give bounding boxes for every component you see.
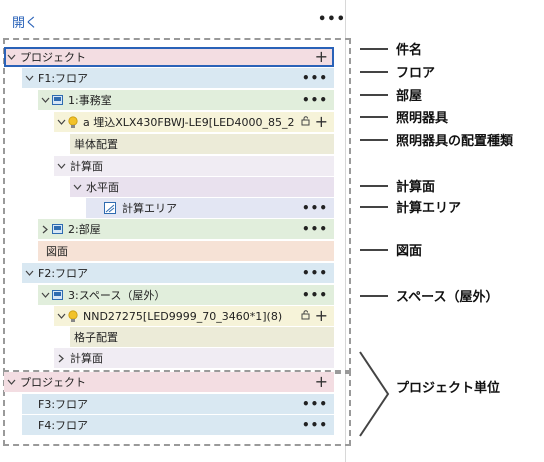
tree-label: 計算面	[70, 160, 103, 173]
tree-label: 単体配置	[74, 138, 118, 151]
tree-label: 2:部屋	[68, 223, 101, 236]
tree-row-floor[interactable]: F2:フロア •••	[22, 263, 334, 283]
annotation-line	[360, 295, 388, 297]
plus-icon[interactable]: +	[314, 372, 328, 391]
tree-row-room[interactable]: 1:事務室 •••	[38, 90, 334, 110]
tree-row-calc-area[interactable]: 計算エリア •••	[86, 198, 334, 218]
chevron-down-icon[interactable]	[54, 163, 68, 169]
tree-row-placement[interactable]: 格子配置	[70, 327, 334, 347]
more-icon[interactable]: •••	[301, 397, 328, 411]
lock-icon[interactable]	[301, 115, 311, 129]
tree-label: 格子配置	[74, 331, 118, 344]
tree-row-floor[interactable]: F1:フロア •••	[22, 68, 334, 88]
annotation-fixture: 照明器具	[396, 111, 449, 126]
annotation-line	[360, 48, 388, 50]
annotation-drawing: 図面	[396, 244, 423, 259]
annotation-calc-area: 計算エリア	[396, 201, 462, 216]
annotation-room: 部屋	[396, 89, 423, 104]
annotation-line	[360, 139, 388, 141]
chevron-down-icon[interactable]	[70, 184, 84, 190]
calc-area-icon	[104, 202, 116, 214]
chevron-down-icon[interactable]	[22, 75, 36, 81]
more-icon[interactable]: •••	[301, 71, 328, 85]
annotation-line	[360, 94, 388, 96]
chevron-down-icon[interactable]	[54, 119, 68, 125]
tree-label: F2:フロア	[38, 267, 89, 280]
more-icon[interactable]: •••	[301, 288, 328, 302]
tree-row-placement[interactable]: 単体配置	[70, 134, 334, 154]
tree-row-drawing[interactable]: 図面	[38, 241, 334, 261]
room-icon	[52, 290, 63, 300]
tree-row-fixture[interactable]: NND27275[LED9999_70_3460*1](8) +	[54, 306, 334, 326]
annotation-line	[360, 71, 388, 73]
room-icon	[52, 95, 63, 105]
tree-row-project[interactable]: プロジェクト +	[4, 372, 334, 392]
tree-row-project[interactable]: プロジェクト +	[4, 47, 334, 67]
tree-row-fixture[interactable]: a 埋込XLX430FBWJ-LE9[LED4000_85_2 +	[54, 112, 334, 132]
tree-row-floor[interactable]: F3:フロア •••	[22, 394, 334, 414]
project-group-outline-2	[3, 370, 351, 446]
plus-icon[interactable]: +	[314, 47, 328, 66]
tree-row-calc-surface[interactable]: 計算面	[54, 156, 334, 176]
tree-label: プロジェクト	[20, 51, 86, 64]
room-icon	[52, 224, 63, 234]
more-icon[interactable]: •••	[301, 201, 328, 215]
plus-icon[interactable]: +	[314, 306, 328, 325]
more-icon[interactable]: •••	[301, 222, 328, 236]
chevron-down-icon[interactable]	[4, 379, 18, 385]
plus-icon[interactable]: +	[314, 112, 328, 131]
annotation-item-name: 件名	[396, 43, 423, 58]
project-tree-panel: 開く ••• プロジェクト + F1:フロア ••• 1:事務室 ••• a 埋…	[3, 0, 351, 462]
tree-row-room[interactable]: 2:部屋 •••	[38, 219, 334, 239]
tree-label: プロジェクト	[20, 376, 86, 389]
more-icon[interactable]: •••	[301, 418, 328, 432]
chevron-down-icon[interactable]	[54, 313, 68, 319]
lightbulb-icon	[68, 115, 78, 129]
tree-label: 水平面	[86, 181, 119, 194]
tree-row-calc-surface[interactable]: 計算面	[54, 348, 334, 368]
tree-label: F4:フロア	[38, 419, 89, 432]
annotation-line	[360, 249, 388, 251]
annotation-line	[360, 185, 388, 187]
tree-label: F1:フロア	[38, 72, 89, 85]
tree-row-horizontal-surface[interactable]: 水平面	[70, 177, 334, 197]
tree-label: 3:スペース（屋外）	[68, 289, 166, 302]
chevron-down-icon[interactable]	[38, 292, 52, 298]
tree-label: 図面	[46, 245, 68, 258]
tree-label: a 埋込XLX430FBWJ-LE9[LED4000_85_2	[83, 116, 295, 129]
chevron-down-icon[interactable]	[4, 54, 18, 60]
annotation-line	[360, 116, 388, 118]
annotation-project-unit: プロジェクト単位	[396, 381, 501, 396]
tree-row-floor[interactable]: F4:フロア •••	[22, 415, 334, 435]
annotation-placement-type: 照明器具の配置種類	[396, 134, 514, 149]
lock-icon[interactable]	[301, 309, 311, 323]
annotation-line	[360, 206, 388, 208]
panel-more-menu[interactable]: •••	[318, 12, 346, 27]
annotation-calc-surface: 計算面	[396, 180, 436, 195]
tree-label: F3:フロア	[38, 398, 89, 411]
more-icon[interactable]: •••	[301, 266, 328, 280]
annotation-floor: フロア	[396, 66, 436, 81]
chevron-down-icon[interactable]	[22, 270, 36, 276]
more-icon[interactable]: •••	[301, 93, 328, 107]
chevron-down-icon[interactable]	[38, 97, 52, 103]
annotation-bracket	[359, 351, 390, 437]
annotation-space-outdoor: スペース（屋外）	[396, 290, 499, 305]
tree-row-space[interactable]: 3:スペース（屋外） •••	[38, 285, 334, 305]
chevron-right-icon[interactable]	[54, 354, 68, 363]
tree-label: NND27275[LED9999_70_3460*1](8)	[83, 309, 283, 323]
chevron-right-icon[interactable]	[38, 225, 52, 234]
tree-label: 計算面	[70, 352, 103, 365]
tree-label: 1:事務室	[68, 94, 112, 107]
open-link[interactable]: 開く	[12, 16, 39, 31]
tree-label: 計算エリア	[122, 202, 177, 215]
lightbulb-icon	[68, 309, 78, 323]
